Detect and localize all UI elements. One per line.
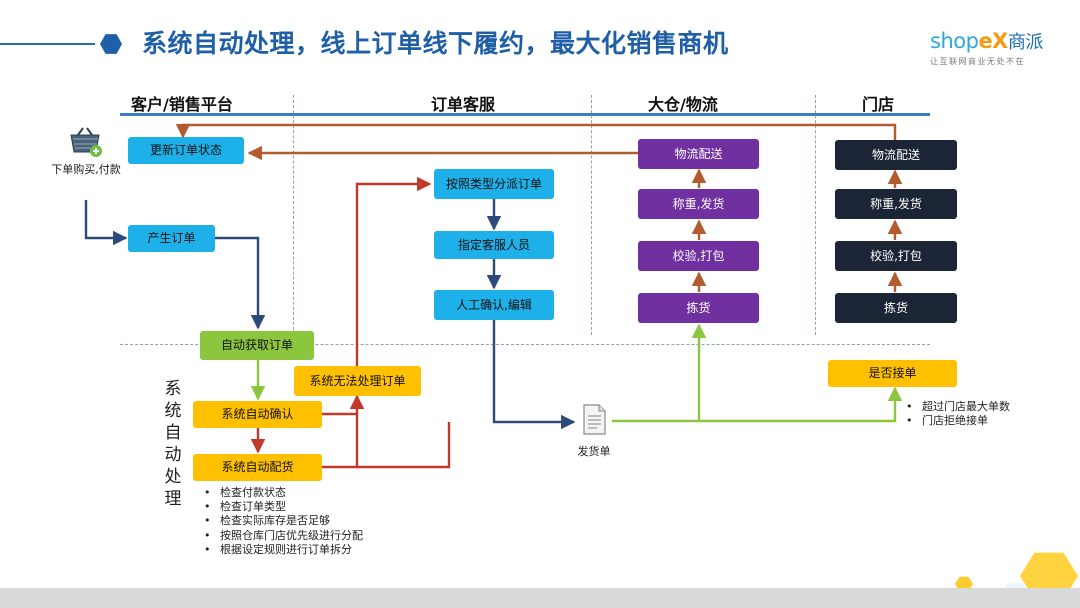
arrow-doc-to-store — [699, 386, 903, 423]
slide-title: 系统自动处理，线上订单线下履约，最大化销售商机 — [142, 29, 729, 58]
lane-divider — [293, 95, 294, 335]
auto-check-item: 检查付款状态 — [200, 486, 363, 500]
logo-wordmark: shopeX商派 — [930, 28, 1070, 54]
document-icon — [583, 404, 606, 435]
warehouse-pick-box: 拣货 — [638, 293, 759, 323]
store-pack-box: 校验,打包 — [835, 241, 957, 271]
logo-wordmark-ex: eX — [978, 29, 1008, 53]
cannot-process-box: 系统无法处理订单 — [294, 366, 421, 396]
store-rule-list: 超过门店最大单数 门店拒绝接单 — [902, 400, 1010, 428]
column-header-service: 订单客服 — [431, 95, 496, 114]
arrow-doc-to-warehouse — [612, 323, 707, 423]
logo-wordmark-cn: 商派 — [1007, 32, 1044, 53]
arrow-order-to-fetch — [215, 236, 266, 330]
logo-wordmark-shop: shop — [930, 29, 979, 53]
warehouse-pack-box: 校验,打包 — [638, 241, 759, 271]
bottom-bar — [0, 588, 1080, 608]
header-rule — [120, 113, 930, 116]
assign-staff-box: 指定客服人员 — [434, 231, 554, 259]
arrow-allocate-join — [322, 414, 359, 469]
arrow-to-dispatch — [355, 176, 432, 366]
arrow-confirm-to-doc — [492, 320, 576, 430]
shopping-basket-icon — [70, 127, 102, 157]
accept-order-box: 是否接单 — [828, 360, 957, 387]
auto-confirm-box: 系统自动确认 — [193, 401, 322, 428]
arrow-customer-to-order — [84, 200, 128, 246]
auto-check-list: 检查付款状态 检查订单类型 检查实际库存是否足够 按照仓库门店优先级进行分配 根… — [200, 486, 363, 557]
store-delivery-box: 物流配送 — [835, 140, 957, 170]
title-rule — [0, 43, 95, 45]
warehouse-delivery-box: 物流配送 — [638, 139, 759, 169]
column-header-customer: 客户/销售平台 — [131, 95, 233, 114]
store-rule-item: 超过门店最大单数 — [902, 400, 1010, 414]
shipping-doc-label: 发货单 — [577, 445, 611, 458]
logo-slogan: 让互联网商业无处不在 — [930, 57, 1025, 66]
lane-divider — [815, 95, 816, 335]
column-header-store: 门店 — [862, 95, 895, 114]
arrow-allocate-to-doc — [357, 422, 451, 469]
shopex-logo: shopeX商派 让互联网商业无处不在 — [930, 28, 1070, 67]
auto-check-item: 按照仓库门店优先级进行分配 — [200, 529, 363, 543]
system-zone-divider — [120, 344, 930, 345]
auto-fetch-order-box: 自动获取订单 — [200, 331, 314, 360]
store-pick-box: 拣货 — [835, 293, 957, 323]
hexagon-bullet-icon — [100, 34, 122, 54]
system-auto-vertical-label: 系统自动处理 — [164, 379, 182, 509]
dispatch-by-type-box: 按照类型分派订单 — [434, 169, 554, 199]
arrow-store-to-update — [175, 123, 897, 140]
auto-check-item: 检查实际库存是否足够 — [200, 514, 363, 528]
warehouse-ship-box: 称重,发货 — [638, 189, 759, 219]
create-order-box: 产生订单 — [128, 225, 215, 252]
auto-check-item: 检查订单类型 — [200, 500, 363, 514]
update-order-status-box: 更新订单状态 — [128, 137, 244, 164]
store-ship-box: 称重,发货 — [835, 189, 957, 219]
decorative-hexagon — [955, 576, 973, 592]
store-rule-item: 门店拒绝接单 — [902, 414, 1010, 428]
auto-allocate-box: 系统自动配货 — [193, 454, 322, 481]
column-header-warehouse: 大仓/物流 — [648, 95, 718, 114]
auto-check-item: 根据设定规则进行订单拆分 — [200, 543, 363, 557]
arrow-to-cannot-process — [322, 394, 365, 416]
manual-confirm-box: 人工确认,编辑 — [434, 290, 554, 320]
lane-divider — [591, 95, 592, 335]
customer-label: 下单购买,付款 — [51, 163, 121, 176]
